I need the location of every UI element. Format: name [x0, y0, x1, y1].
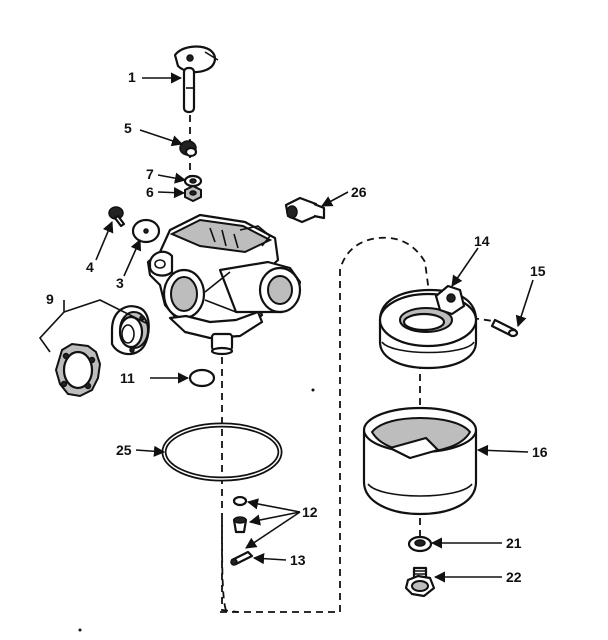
- part-26-fuel-fitting: [284, 196, 326, 224]
- callout-25: 25: [116, 442, 132, 458]
- part-12-needle-seat: [232, 495, 248, 534]
- part-14-float: [378, 284, 478, 370]
- callout-7: 7: [146, 166, 154, 182]
- callout-22: 22: [506, 569, 522, 585]
- part-5-seal: [179, 140, 198, 158]
- leader-lines: [38, 72, 534, 583]
- part-15-float-pin: [490, 318, 519, 338]
- stray-dot: [311, 388, 315, 392]
- callout-9: 9: [46, 291, 54, 307]
- callout-15: 15: [530, 263, 546, 279]
- part-6-nut: [184, 184, 202, 203]
- callout-14: 14: [474, 233, 490, 249]
- part-3-throttle-plate: [131, 218, 161, 244]
- callout-21: 21: [506, 535, 522, 551]
- part-7-washer: [183, 174, 203, 188]
- callout-labels: 1 5 7 6 26 4 3 9 11 25 12 13 14 15 16 21…: [46, 69, 548, 585]
- callout-4: 4: [86, 259, 94, 275]
- callout-11: 11: [120, 370, 135, 386]
- callout-13: 13: [290, 552, 306, 568]
- part-4-screw: [108, 206, 126, 228]
- part-11-o-ring: [188, 368, 216, 388]
- callout-16: 16: [532, 444, 548, 460]
- part-22-bowl-nut: [404, 566, 436, 598]
- callout-26: 26: [351, 184, 367, 200]
- callout-3: 3: [116, 275, 124, 291]
- callout-12: 12: [302, 504, 318, 520]
- part-16-float-bowl: [362, 406, 478, 516]
- part-13-pin: [230, 550, 254, 566]
- part-21-washer: [407, 535, 433, 553]
- carburetor-body: [146, 213, 302, 356]
- stray-dot: [78, 628, 82, 632]
- part-1-throttle-shaft: [173, 45, 219, 114]
- callout-5: 5: [124, 120, 132, 136]
- callout-1: 1: [128, 69, 136, 85]
- callout-6: 6: [146, 184, 154, 200]
- part-9-primer-bulb: [110, 305, 150, 356]
- part-9-primer-gasket: [54, 342, 102, 398]
